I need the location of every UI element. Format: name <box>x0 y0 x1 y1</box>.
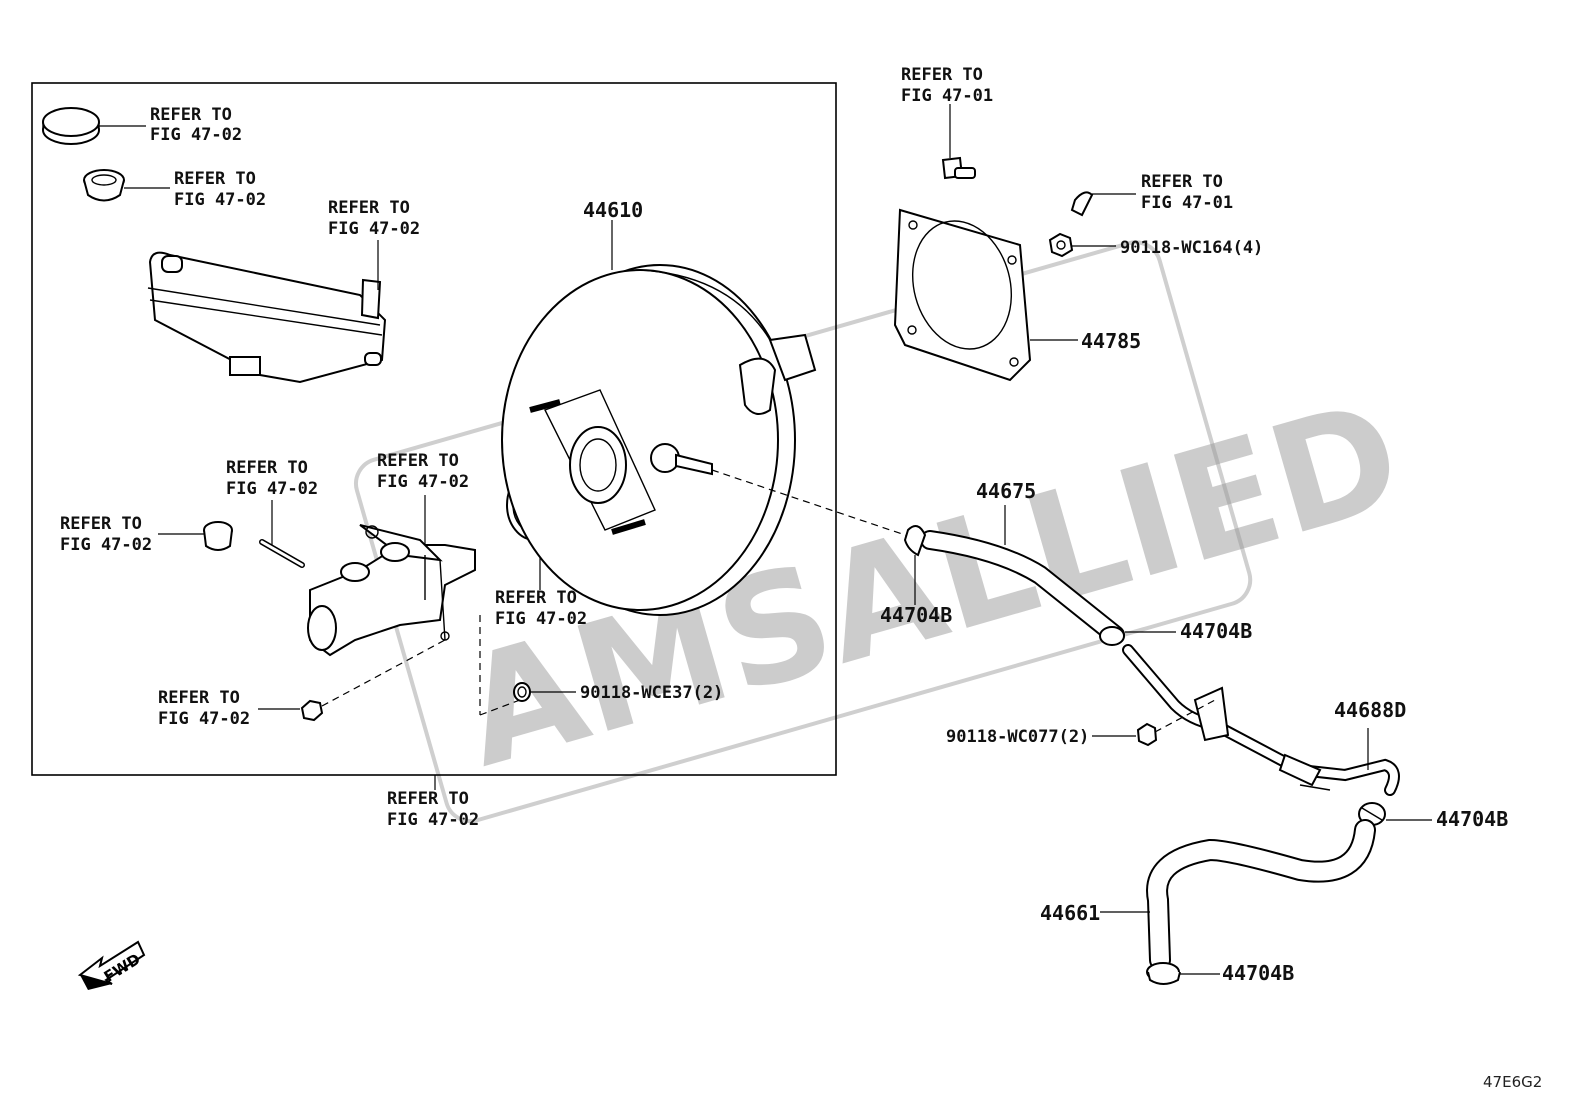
part-number-nut-mc: 90118-WCE37(2) <box>580 683 723 703</box>
part-number-hose-lower: 44661 <box>1040 901 1100 925</box>
reservoir-cap <box>42 107 100 145</box>
svg-text:REFER TO: REFER TO <box>158 688 240 708</box>
svg-text:FIG 47-02: FIG 47-02 <box>377 472 469 492</box>
svg-text:FIG 47-02: FIG 47-02 <box>495 609 587 629</box>
svg-text:REFER TO: REFER TO <box>226 458 308 478</box>
clip <box>1070 191 1094 217</box>
watermark: AMSALLIED <box>354 240 1419 824</box>
svg-text:REFER TO: REFER TO <box>174 169 256 189</box>
svg-text:FIG 47-02: FIG 47-02 <box>387 810 479 830</box>
svg-text:REFER TO: REFER TO <box>1141 172 1223 192</box>
part-number-clamp-a: 44704B <box>880 603 952 627</box>
svg-text:REFER TO: REFER TO <box>387 789 469 809</box>
hose-clamp-b <box>1099 626 1125 646</box>
part-number-nut-booster: 90118-WC164(4) <box>1120 238 1263 258</box>
master-cylinder <box>307 524 476 657</box>
svg-text:FIG 47-01: FIG 47-01 <box>901 86 993 106</box>
pipe-nut <box>1136 722 1158 747</box>
reservoir-strainer <box>83 169 125 202</box>
refer-label-stud: REFER TO FIG 47-01 <box>901 65 993 106</box>
part-number-pipe: 44688D <box>1334 698 1406 722</box>
gasket <box>893 208 1032 382</box>
svg-text:REFER TO: REFER TO <box>377 451 459 471</box>
part-number-clamp-d: 44704B <box>1222 961 1294 985</box>
part-number-booster: 44610 <box>583 198 643 222</box>
stud-bolt <box>941 156 976 180</box>
refer-label-master-cylinder: REFER TO FIG 47-02 <box>377 451 469 492</box>
hose-clamp-a <box>903 525 927 557</box>
part-number-nut-pipe: 90118-WC077(2) <box>946 727 1089 747</box>
svg-text:FIG 47-02: FIG 47-02 <box>60 535 152 555</box>
svg-text:FIG 47-02: FIG 47-02 <box>226 479 318 499</box>
part-number-clamp-b: 44704B <box>1180 619 1252 643</box>
svg-text:FIG 47-02: FIG 47-02 <box>150 125 242 145</box>
svg-text:REFER TO: REFER TO <box>328 198 410 218</box>
svg-text:REFER TO: REFER TO <box>495 588 577 608</box>
hose-clamp-d <box>1146 962 1181 985</box>
assembly-frame <box>31 82 837 776</box>
svg-text:REFER TO: REFER TO <box>60 514 142 534</box>
refer-label-o-ring: REFER TO FIG 47-02 <box>495 588 587 629</box>
vacuum-pipe <box>1122 644 1400 796</box>
refer-label-nut: REFER TO FIG 47-02 <box>158 688 250 729</box>
refer-label-cap: REFER TO FIG 47-02 <box>150 105 242 145</box>
booster-nut <box>1048 232 1074 258</box>
svg-text:FIG 47-02: FIG 47-02 <box>158 709 250 729</box>
refer-label-grommet: REFER TO FIG 47-02 <box>60 514 152 555</box>
washer <box>513 682 531 702</box>
fwd-arrow-icon: FWD <box>77 940 146 990</box>
part-number-gasket: 44785 <box>1081 329 1141 353</box>
svg-text:REFER TO: REFER TO <box>901 65 983 85</box>
grommet <box>203 521 233 551</box>
svg-text:FIG 47-01: FIG 47-01 <box>1141 193 1233 213</box>
master-cylinder-nut <box>300 699 324 722</box>
part-number-clamp-c: 44704B <box>1436 807 1508 831</box>
diagram-code: 47E6G2 <box>1483 1073 1542 1091</box>
refer-label-clip: REFER TO FIG 47-01 <box>1141 172 1233 213</box>
refer-label-pin: REFER TO FIG 47-02 <box>226 458 318 499</box>
svg-text:REFER TO: REFER TO <box>150 105 232 125</box>
refer-label-bottom: REFER TO FIG 47-02 <box>387 789 479 830</box>
reservoir-tank <box>147 251 387 384</box>
svg-text:FIG 47-02: FIG 47-02 <box>174 190 266 210</box>
brake-booster <box>501 264 817 616</box>
part-number-hose-upper: 44675 <box>976 479 1036 503</box>
refer-label-strainer: REFER TO FIG 47-02 <box>174 169 266 210</box>
refer-label-reservoir: REFER TO FIG 47-02 <box>328 198 420 239</box>
svg-text:FIG 47-02: FIG 47-02 <box>328 219 420 239</box>
